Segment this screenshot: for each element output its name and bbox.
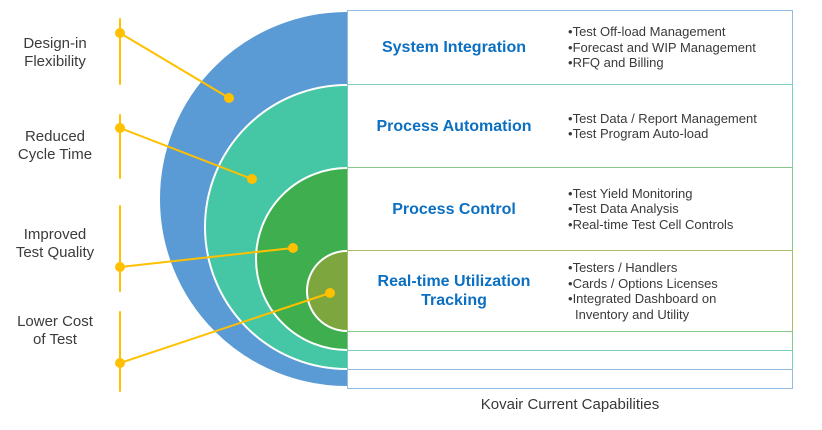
bullet-item: Test Off-load Management <box>568 24 756 40</box>
bullet-item: Forecast and WIP Management <box>568 40 756 56</box>
connector-dot <box>115 123 125 133</box>
empty-strip-green <box>347 331 793 351</box>
bullet-item: Test Program Auto-load <box>568 126 757 142</box>
layer-bullets: Test Off-load Management Forecast and WI… <box>560 24 756 71</box>
layer-box-process-control: Process Control Test Yield Monitoring Te… <box>347 167 793 251</box>
layer-box-system-integration: System Integration Test Off-load Managem… <box>347 10 793 85</box>
connector-dot <box>115 262 125 272</box>
benefit-label-reduced-cycle-time: Reduced Cycle Time <box>17 128 93 163</box>
bullet-item: Integrated Dashboard on Inventory and Ut… <box>568 291 738 322</box>
capability-panel: System Integration Test Off-load Managem… <box>347 10 793 389</box>
bullet-item: Testers / Handlers <box>568 260 738 276</box>
bullet-item: Test Yield Monitoring <box>568 186 733 202</box>
layer-title: Process Control <box>392 200 516 218</box>
layer-box-process-automation: Process Automation Test Data / Report Ma… <box>347 84 793 168</box>
connector-dot <box>115 358 125 368</box>
layer-title: Real-time Utilization Tracking <box>377 273 531 309</box>
benefit-label-design-in-flexibility: Design-in Flexibility <box>23 35 87 70</box>
bullet-item: Test Data / Report Management <box>568 111 757 127</box>
bullet-item: Real-time Test Cell Controls <box>568 217 734 233</box>
empty-strip-teal <box>347 350 793 370</box>
layer-bullets: Testers / Handlers Cards / Options Licen… <box>560 260 738 322</box>
benefit-label-improved-test-quality: Improved Test Quality <box>15 226 95 261</box>
layer-bullets: Test Yield Monitoring Test Data Analysis… <box>560 186 734 233</box>
layer-box-utilization-tracking: Real-time Utilization Tracking Testers /… <box>347 250 793 332</box>
diagram-caption: Kovair Current Capabilities <box>480 396 660 413</box>
empty-strip-blue <box>347 369 793 389</box>
layer-title: Process Automation <box>376 117 532 135</box>
bullet-item: Test Data Analysis <box>568 201 733 217</box>
benefit-label-lower-cost-of-test: Lower Cost of Test <box>17 313 93 348</box>
layer-bullets: Test Data / Report Management Test Progr… <box>560 111 757 142</box>
connector-dot <box>115 28 125 38</box>
layer-title: System Integration <box>381 39 527 56</box>
bullet-item: RFQ and Billing <box>568 55 756 71</box>
bullet-item: Cards / Options Licenses <box>568 276 738 292</box>
